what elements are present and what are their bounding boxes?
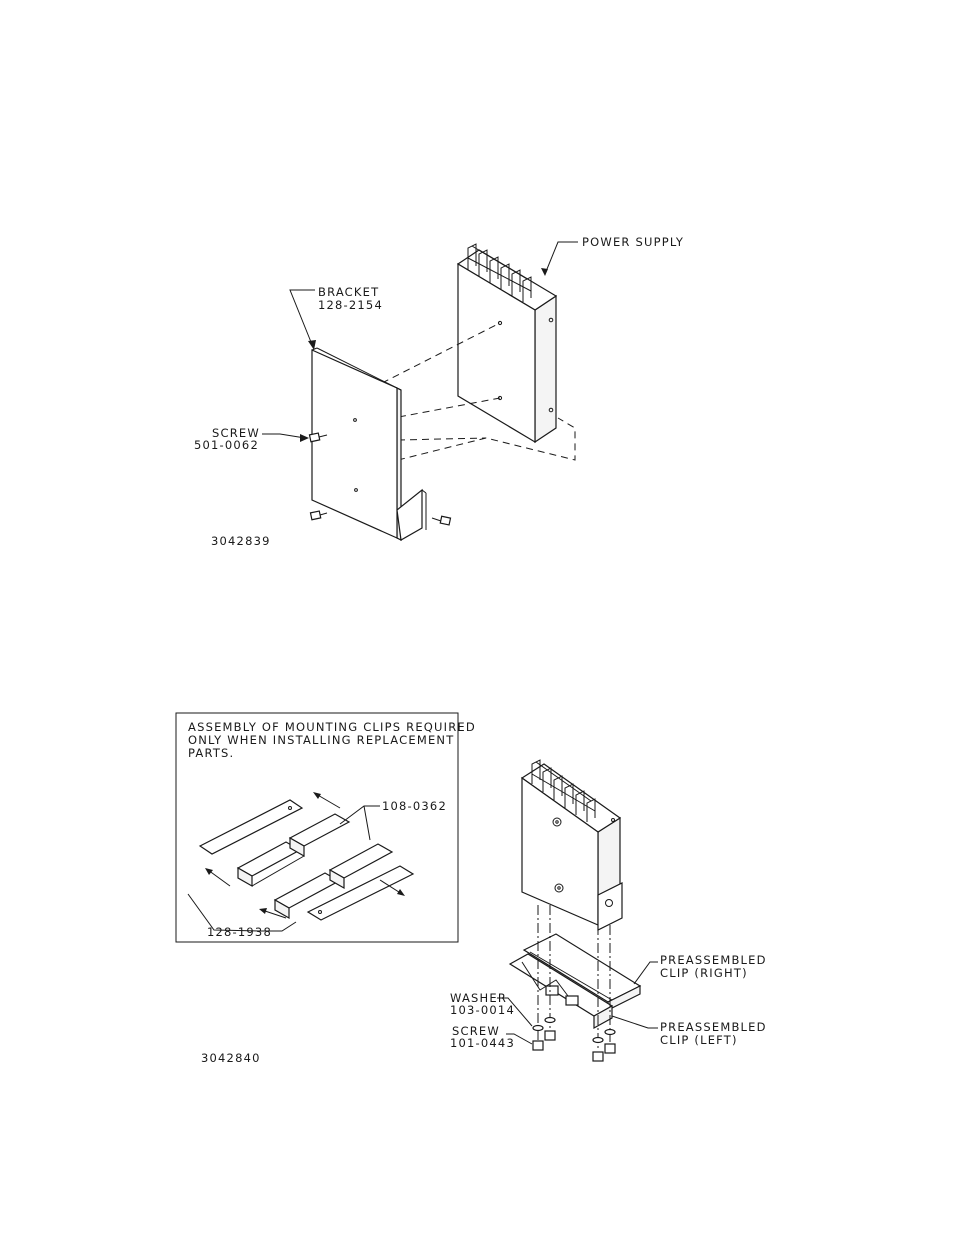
washer-part-label: 103-0014 — [450, 1003, 515, 1017]
power-supply-box-fig2 — [522, 764, 622, 930]
clip-part-b-label: 128-1938 — [207, 925, 272, 939]
screw-icon — [533, 1031, 615, 1061]
screw-part-label-fig2: 101-0443 — [450, 1036, 515, 1050]
inset-note-line-1: ASSEMBLY OF MOUNTING CLIPS REQUIRED — [188, 720, 476, 734]
clip-left-label-1: PREASSEMBLED — [660, 1020, 767, 1034]
bracket-part-label: 128-2154 — [318, 298, 383, 312]
clip-right-label-1: PREASSEMBLED — [660, 953, 767, 967]
clip-part-a-label: 108-0362 — [382, 799, 447, 813]
screw-part-label: 501-0062 — [194, 438, 259, 452]
inset-mounting-clips: ASSEMBLY OF MOUNTING CLIPS REQUIRED ONLY… — [176, 713, 476, 942]
clip-right-label-2: CLIP (RIGHT) — [660, 966, 748, 980]
figure-2-clip-assembly: ASSEMBLY OF MOUNTING CLIPS REQUIRED ONLY… — [176, 713, 767, 1065]
figure-2-id: 3042840 — [201, 1051, 261, 1065]
screw-icon — [432, 516, 451, 525]
bracket-name-label: BRACKET — [318, 285, 379, 299]
figure-1-bracket-assembly: POWER SUPPLY BRACKET 128-2154 SCREW 501-… — [194, 235, 684, 548]
figure-1-id: 3042839 — [211, 534, 271, 548]
inset-note-line-2: ONLY WHEN INSTALLING REPLACEMENT — [188, 733, 454, 747]
screw-icon — [310, 511, 327, 520]
bracket-128-2154 — [312, 348, 426, 540]
inset-note-line-3: PARTS. — [188, 746, 234, 760]
clip-left-label-2: CLIP (LEFT) — [660, 1033, 738, 1047]
power-supply-label: POWER SUPPLY — [582, 235, 684, 249]
